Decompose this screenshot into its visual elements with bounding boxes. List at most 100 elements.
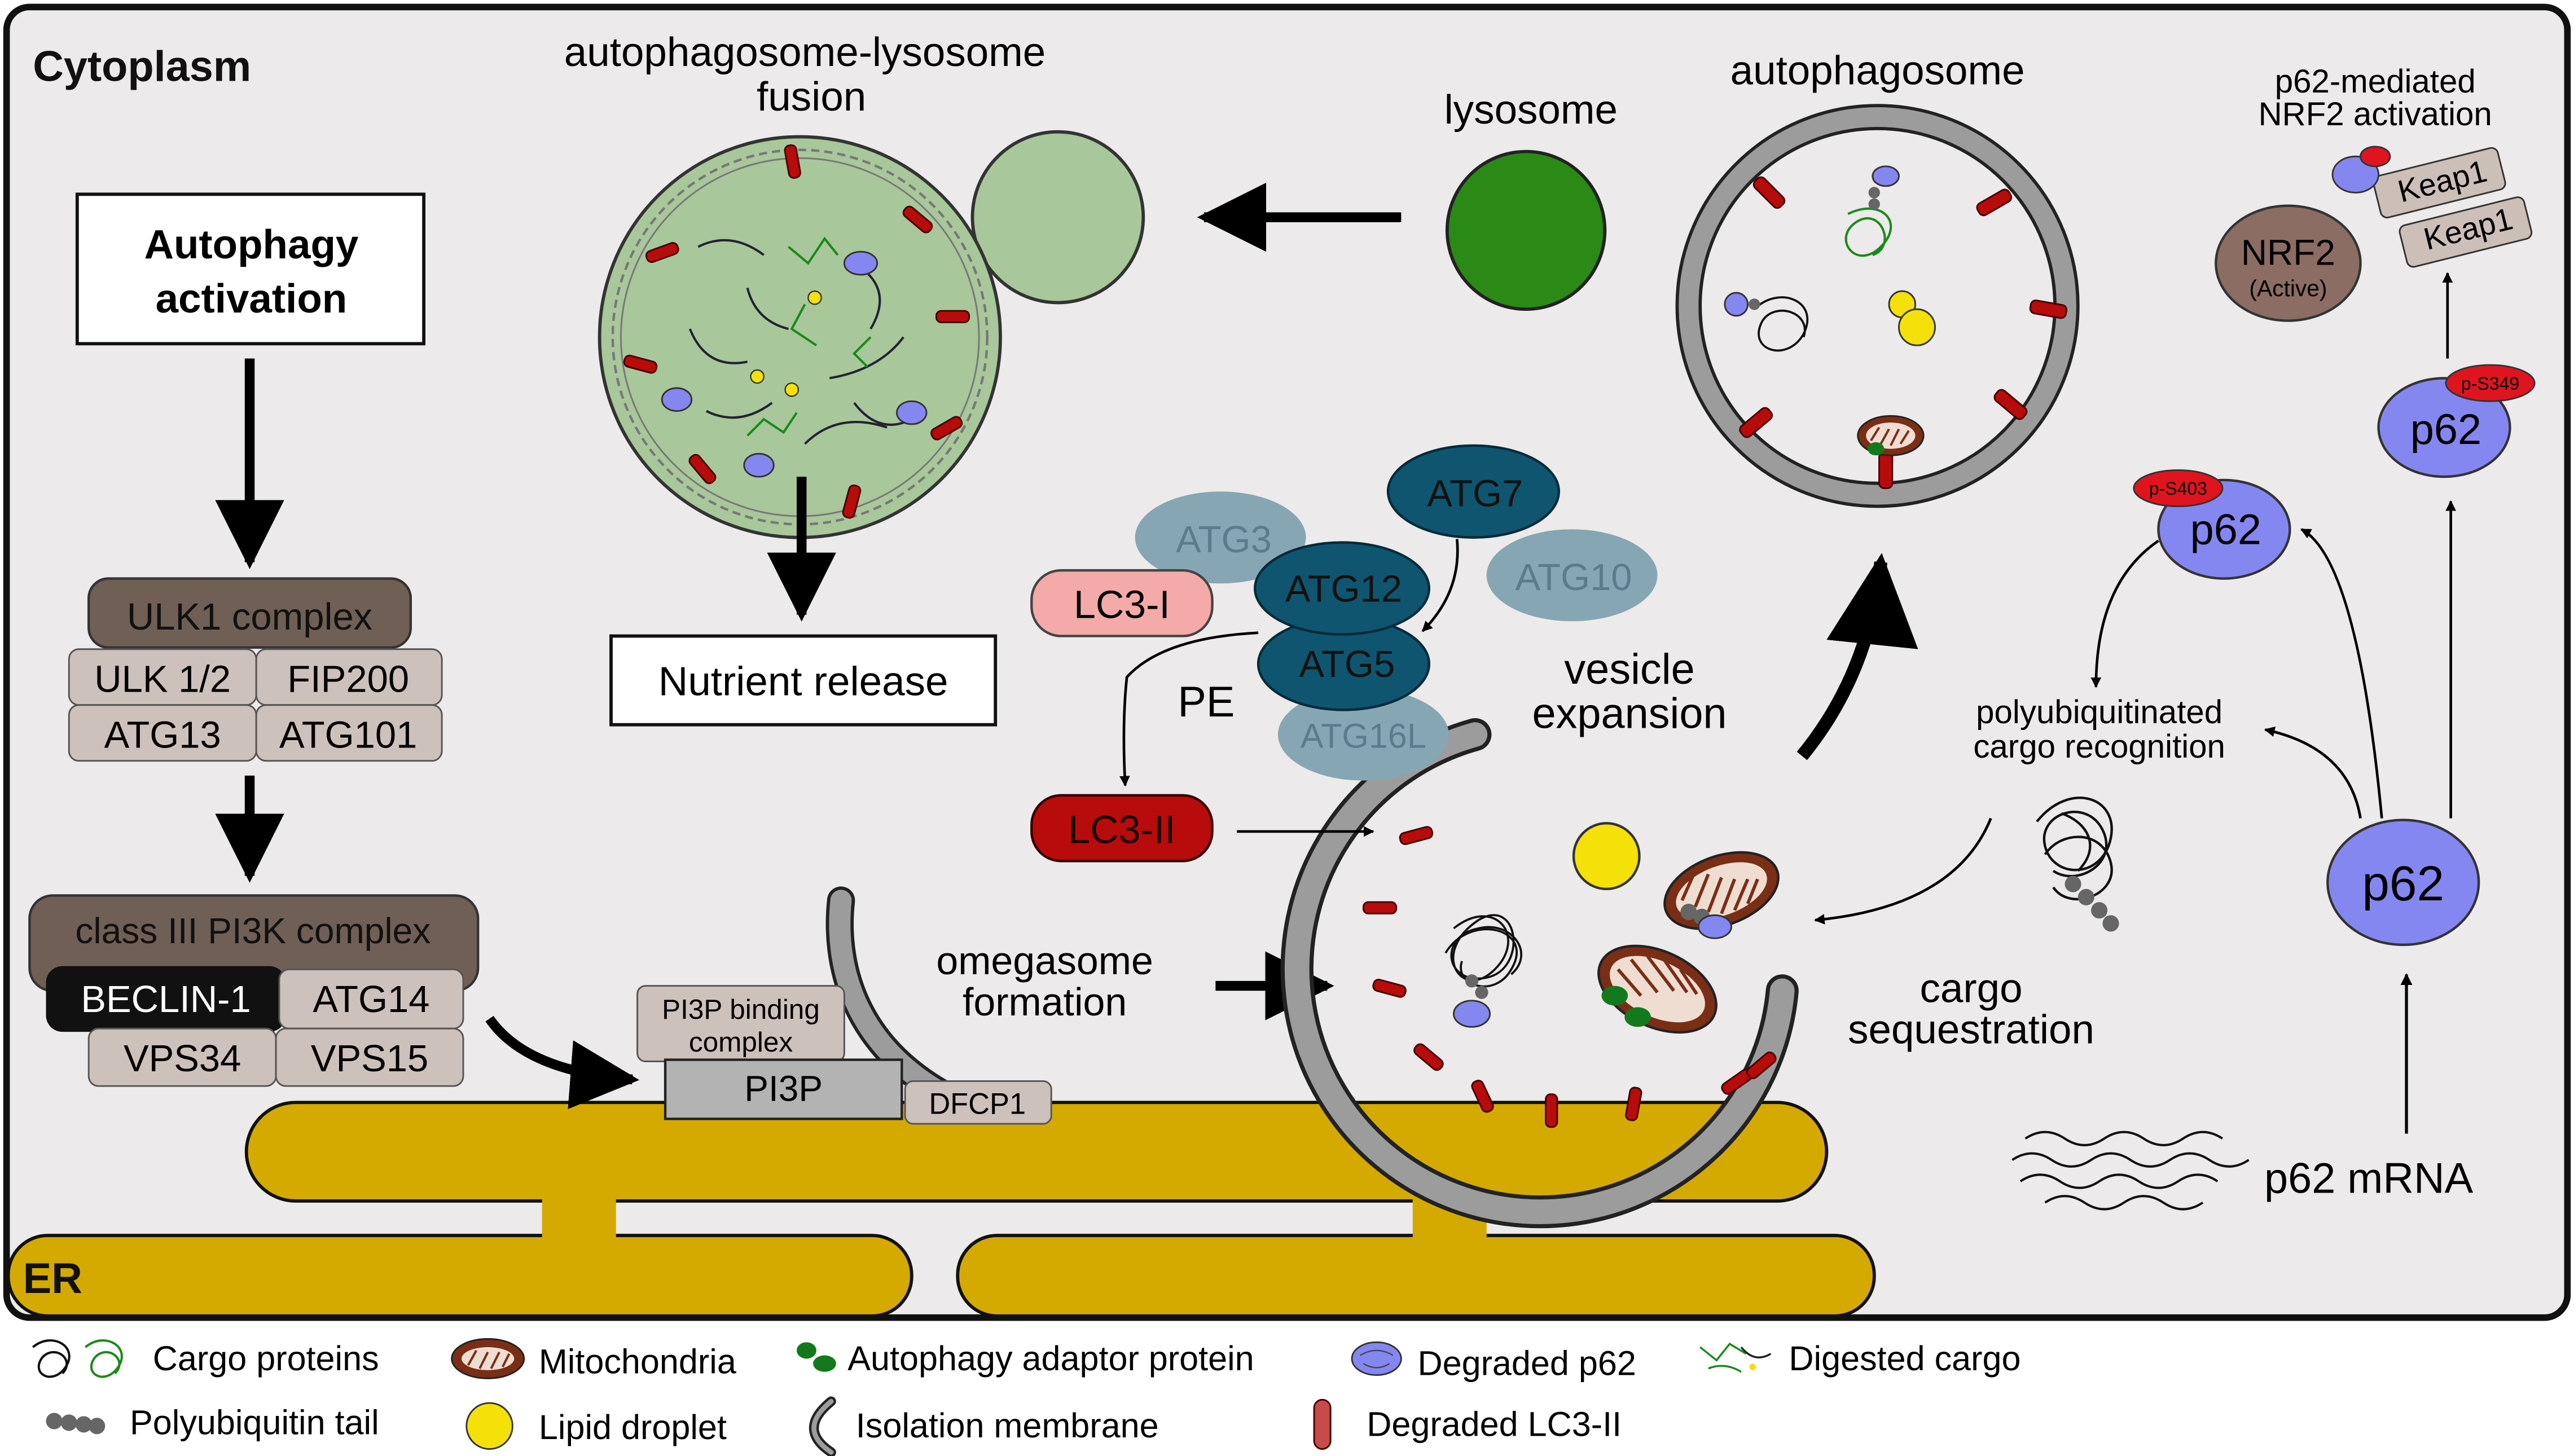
pi3p-binding-line2: complex [689, 1027, 793, 1058]
lipid-droplet [1572, 822, 1641, 890]
p62-mrna-label: p62 mRNA [2264, 1154, 2474, 1202]
p62-label: p62 [2362, 856, 2444, 911]
activation-line2: activation [156, 276, 348, 322]
ulk1-member: ATG101 [279, 714, 417, 756]
lc3i-pill [1030, 569, 1214, 637]
pe-label: PE [1178, 678, 1235, 726]
atg-conjugation: ATG3 ATG10 ATG7 ATG16L ATG5 ATG12 LC3-I … [1030, 444, 1658, 863]
atg12-node [1254, 541, 1431, 636]
dfcp1-label: DFCP1 [929, 1088, 1026, 1121]
pi3k-member: BECLIN-1 [81, 978, 251, 1020]
autophagosome-label: autophagosome [1730, 47, 2025, 93]
lipid-droplet-icon [465, 1402, 513, 1450]
ulk1-complex: ULK1 complex ULK 1/2 FIP200 ATG13 ATG101 [68, 577, 443, 762]
sequestered-cargo [1444, 822, 1780, 1034]
polyubiquitinated-cargo [2036, 797, 2119, 932]
mitochondria-icon [451, 1338, 525, 1379]
p62-s403-label: p62 [2190, 505, 2261, 553]
activation-line1: Autophagy [144, 222, 358, 267]
legend-label: Isolation membrane [856, 1406, 1159, 1445]
p62-to-s403-arrow [2300, 528, 2383, 819]
mitochondrion [1597, 944, 1718, 1034]
fusion-line1: autophagosome-lysosome [564, 29, 1046, 75]
adaptor-protein-icon [796, 1342, 836, 1372]
p62-s349-label: p62 [2410, 406, 2481, 454]
pi3p-binding-line1: PI3P binding [662, 994, 820, 1025]
ulk1-member: ATG13 [104, 714, 221, 756]
p62-s349-node [2377, 377, 2511, 478]
pi3k-arrow [485, 1015, 640, 1110]
pi3k-title: class III PI3K complex [75, 910, 431, 951]
nrf2-activation-line1: p62-mediated [2275, 63, 2476, 100]
lc3ii-label: LC3-II [1068, 807, 1175, 851]
lysosome [1445, 149, 1607, 311]
atg10-node [1486, 529, 1658, 622]
p62-to-recognition-arrow [2264, 726, 2362, 819]
digested-cargo-icon [1699, 1342, 1772, 1373]
endoplasmic-reticulum: ER [6, 1101, 1876, 1318]
legend-label: Mitochondria [539, 1343, 736, 1381]
p62-node [2326, 819, 2480, 946]
s403-label: p-S403 [2149, 478, 2207, 499]
lysosome-label: lysosome [1444, 87, 1618, 133]
s403-to-recognition-arrow [2090, 539, 2159, 688]
legend-label: Lipid droplet [539, 1408, 727, 1446]
vesicle-line1: vesicle [1564, 645, 1694, 693]
autolysosome [598, 130, 1145, 539]
autophagosome [1675, 104, 2080, 508]
s349-label: p-S349 [2461, 373, 2519, 394]
s349-phospho-badge [2445, 364, 2536, 402]
pi3p-label: PI3P [744, 1068, 823, 1109]
legend-label: Degraded LC3-II [1367, 1405, 1622, 1443]
nutrient-release-label: Nutrient release [658, 658, 948, 704]
isolation-membrane-icon-fill [811, 1398, 834, 1455]
nutrient-release-box [609, 634, 998, 727]
s403-phospho-badge [2133, 469, 2224, 507]
legend-label: Degraded p62 [1417, 1344, 1636, 1383]
omegasome-line1: omegasome [936, 939, 1153, 983]
nrf2-label: NRF2 [2241, 232, 2335, 273]
ulk1-title: ULK1 complex [127, 596, 372, 638]
omegasome-line2: formation [963, 980, 1127, 1024]
er-label: ER [23, 1255, 82, 1303]
fusion-line2: fusion [757, 74, 866, 120]
p62-mrna: p62 mRNA [2011, 1131, 2474, 1211]
nrf2-node [2215, 204, 2362, 322]
atg10-label: ATG10 [1515, 556, 1632, 599]
vesicle-expansion-arrow [1796, 553, 1918, 760]
legend-label: Digested cargo [1789, 1339, 2020, 1378]
lc3ii-pill [1030, 794, 1214, 863]
omegasome-site: PI3P binding complex PI3P DFCP1 [636, 886, 1052, 1125]
cargo-sequestration-arrow [1814, 817, 1992, 925]
atg3-label: ATG3 [1176, 518, 1272, 561]
atg7-label: ATG7 [1427, 472, 1523, 514]
legend-label: Polyubiquitin tail [130, 1403, 379, 1441]
atg16l-label: ATG16L [1301, 716, 1426, 755]
vesicle-line2: expansion [1532, 690, 1727, 738]
pi3k-member: VPS15 [311, 1037, 428, 1080]
lc3i-label: LC3-I [1074, 582, 1170, 626]
legend-label: Autophagy adaptor protein [847, 1339, 1254, 1378]
polyubiquitin-tail-icon [46, 1413, 106, 1435]
cytoplasm-label: Cytoplasm [33, 42, 251, 90]
atg7-node [1386, 444, 1561, 539]
pi3k-complex: class III PI3K complex BECLIN-1 ATG14 VP… [28, 894, 480, 1087]
cargo-seq-line2: sequestration [1848, 1006, 2094, 1052]
autophagy-activation-box: Autophagy activation [75, 192, 426, 346]
pi3k-member: VPS34 [124, 1037, 241, 1080]
atg3-node [1135, 491, 1306, 584]
atg5-label: ATG5 [1299, 643, 1395, 685]
nrf2-activation-line2: NRF2 activation [2259, 96, 2492, 133]
ulk1-member: FIP200 [287, 658, 409, 700]
degraded-p62-icon [1351, 1341, 1402, 1376]
legend-label: Cargo proteins [153, 1339, 379, 1378]
p62-recognition-line1: polyubiquitinated [1976, 694, 2222, 731]
pi3k-member: ATG14 [313, 978, 429, 1020]
legend: Cargo proteins Mitochondria Autophagy ad… [32, 1338, 2021, 1456]
nrf2-state-label: (Active) [2249, 275, 2327, 301]
atg12-label: ATG12 [1285, 568, 1402, 610]
ulk1-member: ULK 1/2 [94, 658, 231, 700]
mitochondrion [1663, 851, 1780, 939]
atg16l-node [1277, 688, 1449, 781]
